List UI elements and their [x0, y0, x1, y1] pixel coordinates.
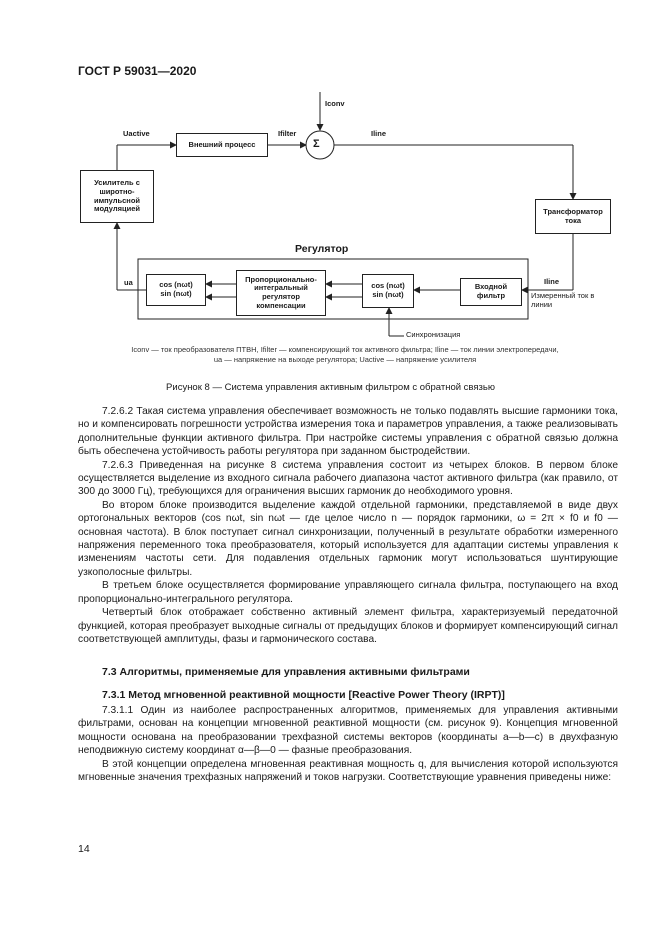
i-line-right-label: Iline: [544, 277, 560, 286]
document-header: ГОСТ Р 59031—2020: [78, 64, 197, 78]
measured-current-label: Измеренный ток в линии: [531, 291, 595, 309]
paragraph-fourth-block: Четвертый блок отображает собственно акт…: [78, 607, 618, 645]
output-cos-label: cos (nωt): [159, 280, 193, 290]
paragraph-7-3-1-1: 7.3.1.1 Один из наиболее распространенны…: [78, 705, 618, 757]
harmonic-sin-label: sin (nωt): [372, 290, 404, 299]
output-sin-label: sin (nωt): [160, 289, 192, 298]
output-cos-sin-block: cos (nωt) sin (nωt): [146, 274, 206, 306]
external-process-block: Внешний процесс: [176, 133, 268, 157]
i-filter-label: Ifilter: [278, 129, 297, 138]
regulator-title: Регулятор: [295, 243, 349, 255]
u-active-label: Uactive: [123, 129, 150, 138]
sum-symbol: Σ: [313, 138, 320, 150]
paragraph-second-block: Во втором блоке производится выделение к…: [78, 499, 618, 578]
legend-line-2: ua — напряжение на выходе регулятора; Ua…: [213, 355, 477, 365]
section-7-3-1: 7.3.1.1 Один из наиболее распространенны…: [78, 704, 618, 784]
pwm-amplifier-block: Усилитель с широтно-импульсной модуляцие…: [80, 170, 154, 223]
pi-regulator-block: Пропорционально-интегральный регулятор к…: [236, 270, 326, 316]
input-filter-block: Входной фильтр: [460, 278, 522, 306]
page-number: 14: [78, 843, 90, 855]
figure-caption: Рисунок 8 — Система управления активным …: [166, 382, 495, 393]
current-transformer-block: Трансформатор тока: [535, 199, 611, 234]
control-diagram: [113, 92, 577, 337]
u-a-label: ua: [124, 278, 133, 287]
i-conv-label: Iconv: [325, 99, 345, 108]
paragraph-irpt-concept: В этой концепции определена мгновенная р…: [78, 758, 618, 784]
paragraph-7-2-6-2: 7.2.6.2 Такая система управления обеспеч…: [78, 406, 618, 458]
section-7-2-6: 7.2.6.2 Такая система управления обеспеч…: [78, 405, 618, 646]
harmonic-cos-sin-block: cos (nωt) sin (nωt): [362, 274, 414, 308]
sync-label: Синхронизация: [406, 330, 461, 339]
legend-line-1: Iconv — ток преобразователя ПТВН, Ifilte…: [131, 345, 559, 354]
paragraph-third-block: В третьем блоке осуществляется формирова…: [78, 580, 618, 605]
heading-7-3: 7.3 Алгоритмы, применяемые для управлени…: [102, 666, 470, 678]
harmonic-cos-label: cos (nωt): [371, 281, 405, 291]
diagram-legend: Iconv — ток преобразователя ПТВН, Ifilte…: [100, 345, 590, 365]
paragraph-7-2-6-3: 7.2.6.3 Приведенная на рисунке 8 система…: [78, 459, 618, 498]
i-line-top-label: Iline: [371, 129, 387, 138]
heading-7-3-1: 7.3.1 Метод мгновенной реактивной мощнос…: [102, 689, 505, 701]
